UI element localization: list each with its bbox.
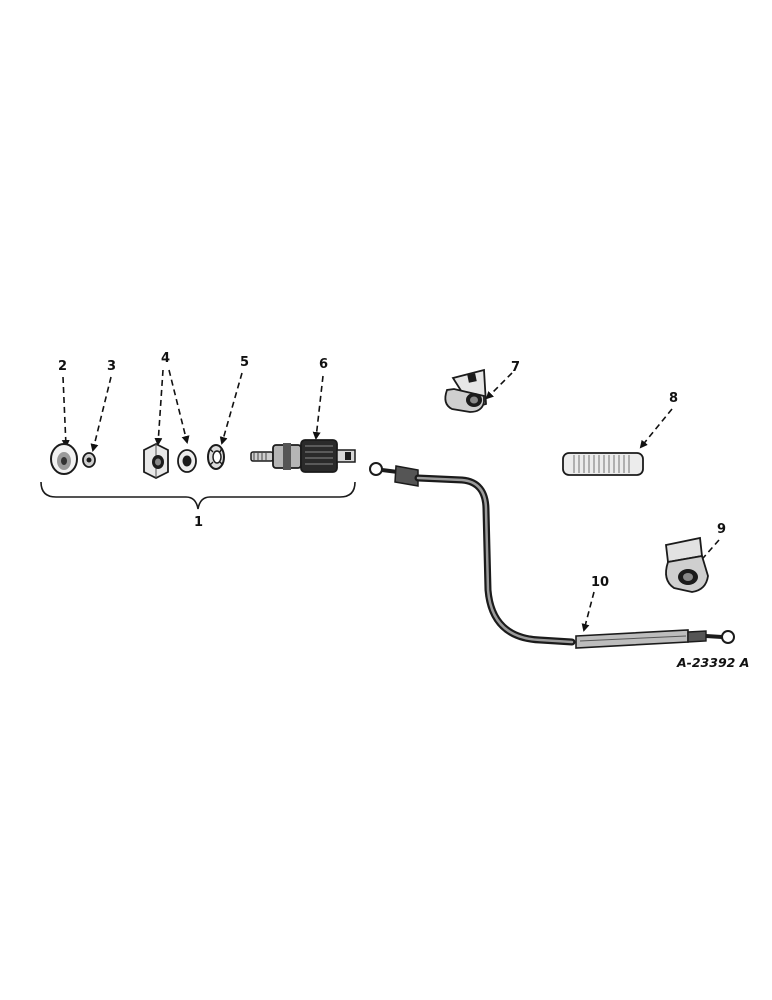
cable-part [369,462,735,649]
figure-reference-code: A-23392 A [676,655,749,670]
leader-4b [168,369,190,444]
clip-9-part [665,536,709,593]
clip-7-part [444,368,487,413]
callout-7: 7 [511,360,520,375]
callout-10: 10 [591,575,609,590]
callout-2: 2 [58,359,67,374]
callout-5: 5 [240,355,249,370]
callout-9: 9 [717,522,726,537]
leader-4a [154,369,164,446]
cap-part [50,443,78,475]
leader-7 [485,372,513,400]
leader-6 [312,375,324,440]
lock-washer-part [207,444,225,470]
callout-8: 8 [669,391,678,406]
leader-2 [61,376,70,448]
callout-6: 6 [319,357,328,372]
callout-1: 1 [194,515,203,530]
leader-5 [219,372,243,445]
callout-3: 3 [107,359,116,374]
nut-part [82,452,96,468]
leader-10 [581,591,595,632]
leader-3 [90,376,112,452]
assembly-bracket [40,481,356,510]
nuts-part [143,442,197,480]
sleeve-part [562,452,644,476]
callout-4: 4 [161,351,170,366]
switch-part [250,439,356,473]
leader-8 [639,408,673,449]
leader-9 [694,539,720,568]
